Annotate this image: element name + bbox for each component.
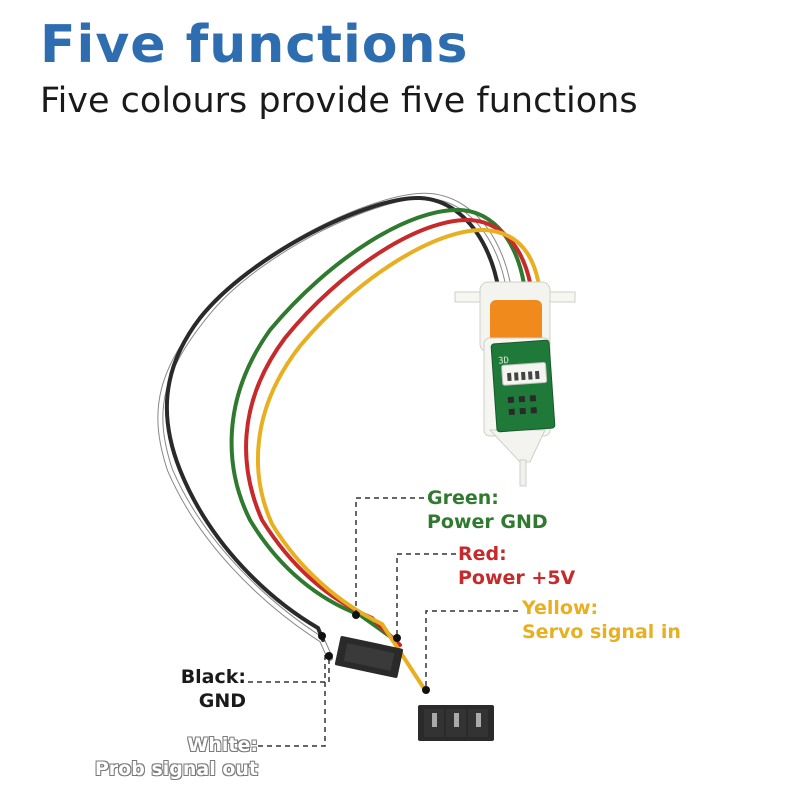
pcb-board: 3D — [490, 339, 556, 433]
label-black-name: Black: — [180, 666, 246, 688]
label-yellow-name: Yellow: — [522, 597, 599, 619]
label-white: White: Prob signal out — [80, 733, 258, 781]
leader-yellow — [425, 610, 518, 690]
probe-pin — [519, 459, 527, 487]
wire-yellow — [255, 227, 544, 692]
leader-black — [248, 658, 330, 683]
page-subtitle: Five colours provide five functions — [40, 81, 638, 121]
label-green-name: Green: — [427, 487, 499, 509]
label-yellow: Yellow: Servo signal in — [522, 596, 681, 644]
callout-dots — [318, 611, 430, 694]
label-red: Red: Power +5V — [458, 542, 575, 590]
callout-lines — [248, 497, 518, 747]
label-red-name: Red: — [458, 543, 507, 565]
label-black: Black: GND — [176, 665, 246, 713]
label-white-name: White: — [187, 734, 258, 756]
wire-black — [164, 195, 504, 642]
label-black-func: GND — [198, 690, 246, 712]
dupont-connector-2pin — [334, 636, 404, 678]
label-yellow-func: Servo signal in — [522, 621, 681, 643]
label-green: Green: Power GND — [427, 486, 548, 534]
label-white-func: Prob signal out — [94, 758, 258, 780]
orange-core — [490, 300, 542, 348]
label-green-func: Power GND — [427, 511, 548, 533]
leader-white — [258, 652, 326, 747]
wire-bundle — [157, 192, 544, 692]
wire-green — [229, 207, 529, 642]
page-title: Five functions — [40, 15, 469, 75]
dupont-connector-3pin — [418, 705, 494, 741]
wire-red — [244, 217, 536, 647]
pcb-silkscreen: 3D — [498, 356, 510, 367]
leader-red — [396, 553, 456, 638]
leader-green — [355, 497, 424, 615]
label-red-func: Power +5V — [458, 567, 576, 589]
